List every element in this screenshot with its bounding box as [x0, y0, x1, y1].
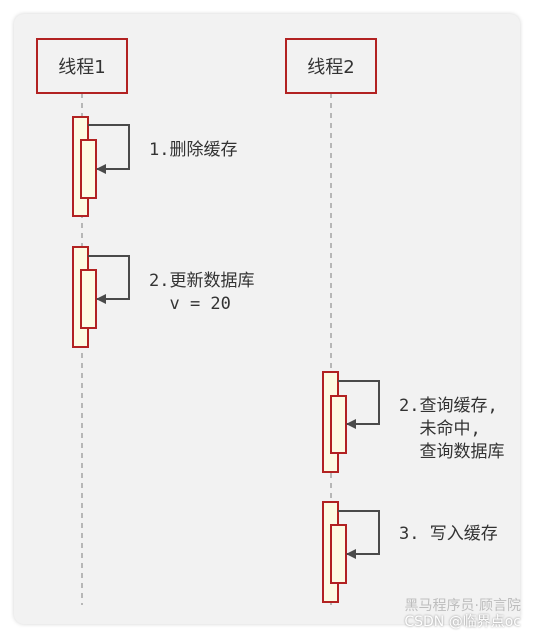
step2-line1: 2.更新数据库	[149, 271, 254, 291]
participant-thread1-label: 线程1	[58, 57, 105, 78]
participant-thread2: 线程2	[285, 38, 377, 94]
participant-thread2-label: 线程2	[307, 57, 354, 78]
self-message-arrow-step3	[338, 380, 380, 429]
watermark-line2: CSDN @临界点oc	[404, 614, 521, 630]
activation-step2	[72, 246, 130, 348]
step2-label: 2.更新数据库 v = 20	[149, 271, 254, 314]
diagram-card	[14, 14, 520, 624]
step3-line3: 查询数据库	[399, 442, 504, 462]
participant-thread1: 线程1	[36, 38, 128, 94]
self-message-arrow-step4	[338, 510, 380, 559]
step1-label: 1.删除缓存	[149, 140, 237, 160]
step3-line2: 未命中,	[399, 419, 481, 439]
activation-step3	[322, 371, 380, 473]
self-message-arrow-step2	[88, 255, 130, 304]
watermark-line1: 黑马程序员·顾言院	[404, 598, 521, 614]
watermark: 黑马程序员·顾言院 CSDN @临界点oc	[404, 598, 521, 630]
self-message-arrow-step1	[88, 124, 130, 174]
step3-label: 2.查询缓存, 未命中, 查询数据库	[399, 396, 504, 462]
activation-step4	[322, 501, 380, 603]
step2-line2: v = 20	[149, 294, 231, 314]
activation-step1	[72, 116, 130, 217]
step3-line1: 2.查询缓存,	[399, 396, 498, 416]
step4-label: 3. 写入缓存	[399, 524, 498, 544]
